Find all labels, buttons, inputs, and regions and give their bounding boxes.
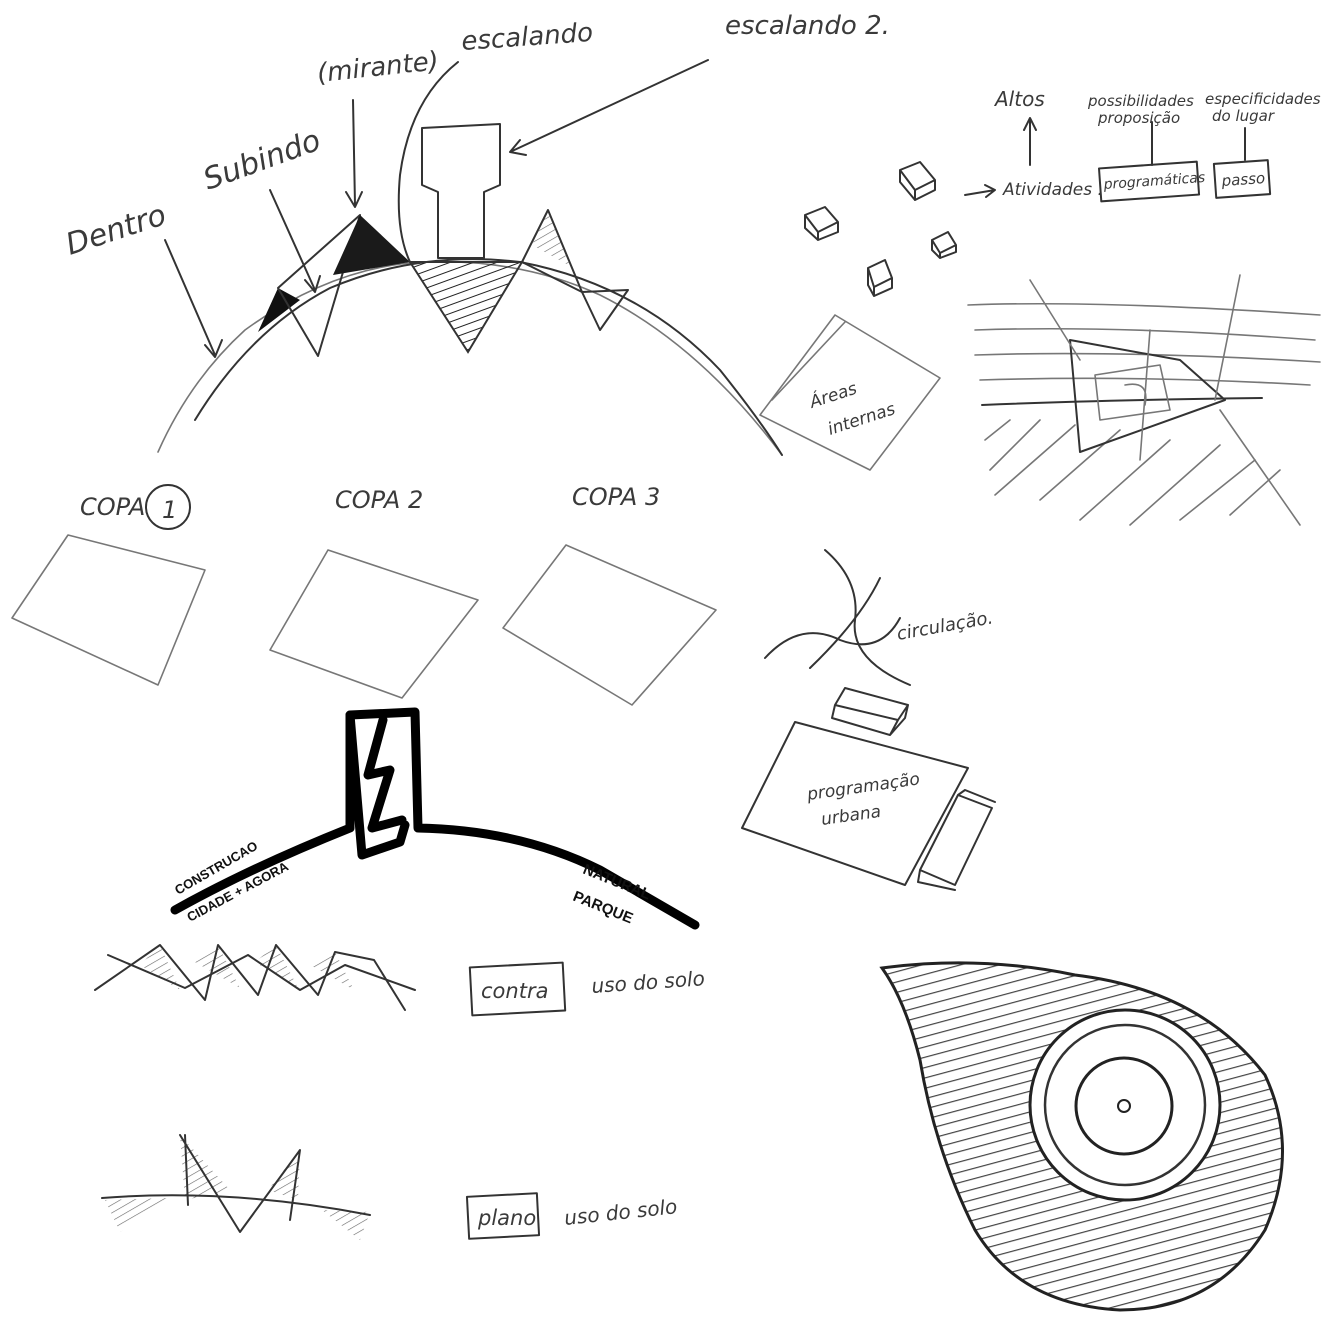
arrow-escalando xyxy=(399,62,458,262)
label-possibilidades: possibilidades xyxy=(1087,92,1194,110)
label-circulacao: circulação. xyxy=(895,607,994,645)
arrow-subindo xyxy=(270,190,320,292)
hill-peaks-sketch: Dentro Subindo (mirante) escalando escal… xyxy=(62,11,890,455)
label-altos: Altos xyxy=(993,87,1045,111)
arrow-dentro xyxy=(165,240,222,357)
label-uso-do-solo-2: uso do solo xyxy=(563,1194,678,1230)
arrow-mirante xyxy=(346,100,362,207)
label-proposicao: proposição xyxy=(1097,109,1180,127)
label-escalando: escalando xyxy=(460,18,594,57)
marker-tower-hill: CONSTRUCAO CIDADE + AGORA NATURAL PARQUE xyxy=(172,712,695,927)
label-subindo: Subindo xyxy=(199,123,325,198)
label-areas: Áreas xyxy=(806,377,860,413)
arrow-escalando-2 xyxy=(510,60,708,155)
tower-outline xyxy=(422,124,500,258)
programacao-urbana-sketch: programação urbana xyxy=(742,688,995,890)
areas-internas-sketch: Áreas internas xyxy=(760,315,940,470)
site-plan-sketch xyxy=(968,275,1320,525)
label-contra: contra xyxy=(481,979,548,1003)
plano-sketch: plano uso do solo xyxy=(102,1135,678,1240)
label-programaticas: programáticas xyxy=(1102,170,1205,193)
program-diagram: Altos possibilidades proposição especifi… xyxy=(805,87,1321,296)
label-do-lugar: do lugar xyxy=(1212,107,1275,125)
label-uso-do-solo-1: uso do solo xyxy=(591,966,706,998)
copa-2-square xyxy=(270,550,478,698)
label-especificidades: especificidades xyxy=(1205,90,1321,108)
circulacao-sketch: circulação. xyxy=(765,550,995,685)
outer-ring xyxy=(1030,1010,1220,1200)
label-passo: passo xyxy=(1220,169,1266,190)
label-urbana: urbana xyxy=(820,802,882,830)
label-programacao: programação xyxy=(805,769,921,805)
peak-right-hatched xyxy=(532,212,570,266)
copa-3-square xyxy=(503,545,716,705)
cube-icons xyxy=(805,162,956,296)
label-copa-2: COPA 2 xyxy=(335,486,423,514)
peak-center-hatched xyxy=(410,262,522,352)
label-dentro: Dentro xyxy=(62,197,171,262)
label-copa-1: COPA xyxy=(80,493,145,521)
copa-1-square xyxy=(12,535,205,685)
label-escalando-2: escalando 2. xyxy=(725,11,890,41)
copa-row: COPA 1 COPA 2 COPA 3 xyxy=(12,483,716,705)
label-copa-1-num: 1 xyxy=(162,496,177,524)
label-atividades: Atividades . xyxy=(1002,180,1103,200)
label-plano: plano xyxy=(477,1206,536,1230)
label-copa-3: COPA 3 xyxy=(572,483,660,511)
contra-sketch: contra uso do solo xyxy=(95,945,706,1015)
teardrop-plan-sketch xyxy=(882,963,1283,1310)
label-mirante: (mirante) xyxy=(316,46,441,89)
